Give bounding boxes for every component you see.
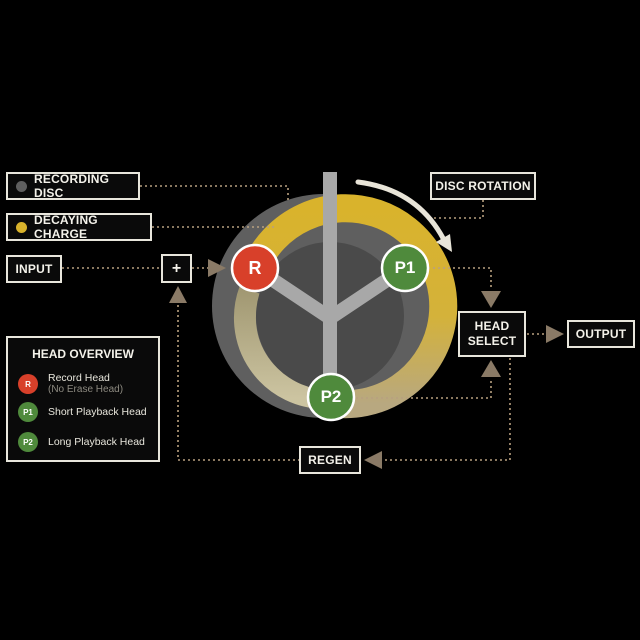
legend-item-short: P1 Short Playback Head [18,402,147,422]
short-playback-head [380,243,430,293]
recording-disc-label: RECORDING DISC [6,172,140,200]
arrow-to-output [546,325,564,343]
disc-rotation-label: DISC ROTATION [430,172,536,200]
decaying-charge-label: DECAYING CHARGE [6,213,152,241]
decaying-charge-text: DECAYING CHARGE [34,213,98,241]
long-playback-head [306,372,356,422]
disc-rotation-arrowhead [436,234,452,252]
disc-rotation-arrow [355,179,449,247]
legend-long-text: Long Playback Head [48,436,145,448]
flow-p1-to-select [428,267,492,290]
legend-record-text: Record Head (No Erase Head) [48,372,123,396]
arrow-to-select-top [481,291,501,308]
legend-title: HEAD OVERVIEW [32,347,134,361]
decaying-charge-swatch [16,221,27,233]
recording-disc-swatch [16,180,27,192]
recording-disc-text: RECORDING DISC [34,172,110,200]
arrow-to-regen [364,451,382,469]
arrow-to-select-bottom [481,360,501,377]
flow-p2-to-select [356,378,492,399]
leader-recording-disc [140,185,289,200]
legend-short-text: Short Playback Head [48,406,147,418]
legend-record-sublabel: (No Erase Head) [48,384,124,395]
leader-disc-rotation [432,200,484,219]
arrow-to-record [208,259,226,277]
legend-item-long: P2 Long Playback Head [18,432,145,452]
decaying-charge-ring [242,194,458,419]
arrow-to-mixer [169,286,187,303]
head-select-line2: SELECT [467,334,517,348]
flow-regen-to-mixer [177,302,300,461]
mixer-node: + [161,254,192,283]
legend-short-badge: P1 [18,402,38,422]
regen-label: REGEN [299,446,361,474]
output-label: OUTPUT [567,320,635,348]
legend-record-label: Record Head [48,372,110,384]
legend-record-badge: R [18,374,38,394]
legend-item-record: R Record Head (No Erase Head) [18,372,123,396]
decaying-charge-ring-tail [233,286,326,409]
input-label: INPUT [6,255,62,283]
legend-long-badge: P2 [18,432,38,452]
head-overview-legend: HEAD OVERVIEW R Record Head (No Erase He… [6,336,160,462]
flow-select-to-regen [382,358,511,461]
record-head [230,243,280,293]
head-select-label: HEAD SELECT [458,311,526,357]
head-select-line1: HEAD [474,319,510,333]
